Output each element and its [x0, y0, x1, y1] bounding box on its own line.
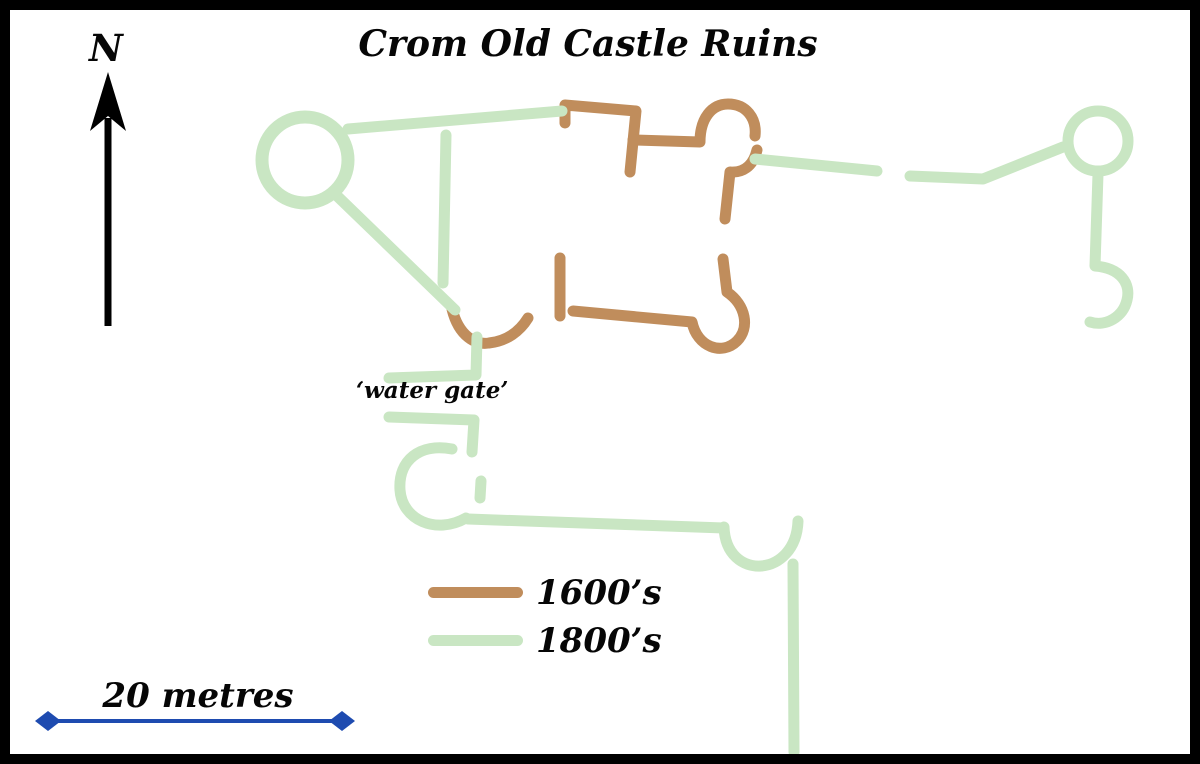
water-gate-label: ‘water gate’ — [356, 377, 509, 404]
legend-label-1800s: 1800’s — [536, 621, 662, 661]
scale-bar-diamond-right — [329, 711, 355, 731]
wall-1800s — [342, 105, 568, 135]
wall-1800s — [437, 129, 452, 289]
wall-1800s — [787, 558, 800, 758]
legend-label-1600s: 1600’s — [536, 573, 662, 613]
scale-bar-label: 20 metres — [102, 676, 294, 716]
wall-1800s — [474, 475, 487, 504]
tower-1800s — [1062, 105, 1134, 177]
wall-1800s — [327, 186, 461, 316]
wall-1600s — [567, 253, 750, 354]
scale-bar — [35, 711, 355, 731]
legend-swatch-1800s — [428, 635, 523, 646]
tower-1800s — [255, 110, 355, 210]
wall-1800s — [394, 442, 472, 531]
compass-label: N — [89, 26, 123, 70]
wall-1800s — [1084, 168, 1134, 329]
wall-1600s — [627, 98, 761, 148]
scale-bar-diamond-left — [35, 711, 61, 731]
wall-1600s — [559, 99, 642, 178]
page-title: Crom Old Castle Ruins — [358, 23, 818, 65]
wall-1800s — [749, 153, 883, 177]
wall-1600s — [446, 303, 534, 349]
wall-1800s — [904, 141, 1069, 185]
wall-1800s — [383, 411, 480, 458]
legend-swatch-1600s — [428, 587, 523, 598]
wall-1800s — [462, 513, 730, 534]
north-arrow-icon — [90, 72, 126, 326]
wall-1800s — [718, 515, 804, 572]
castle-walls — [255, 98, 1134, 758]
wall-1800s — [383, 331, 483, 384]
